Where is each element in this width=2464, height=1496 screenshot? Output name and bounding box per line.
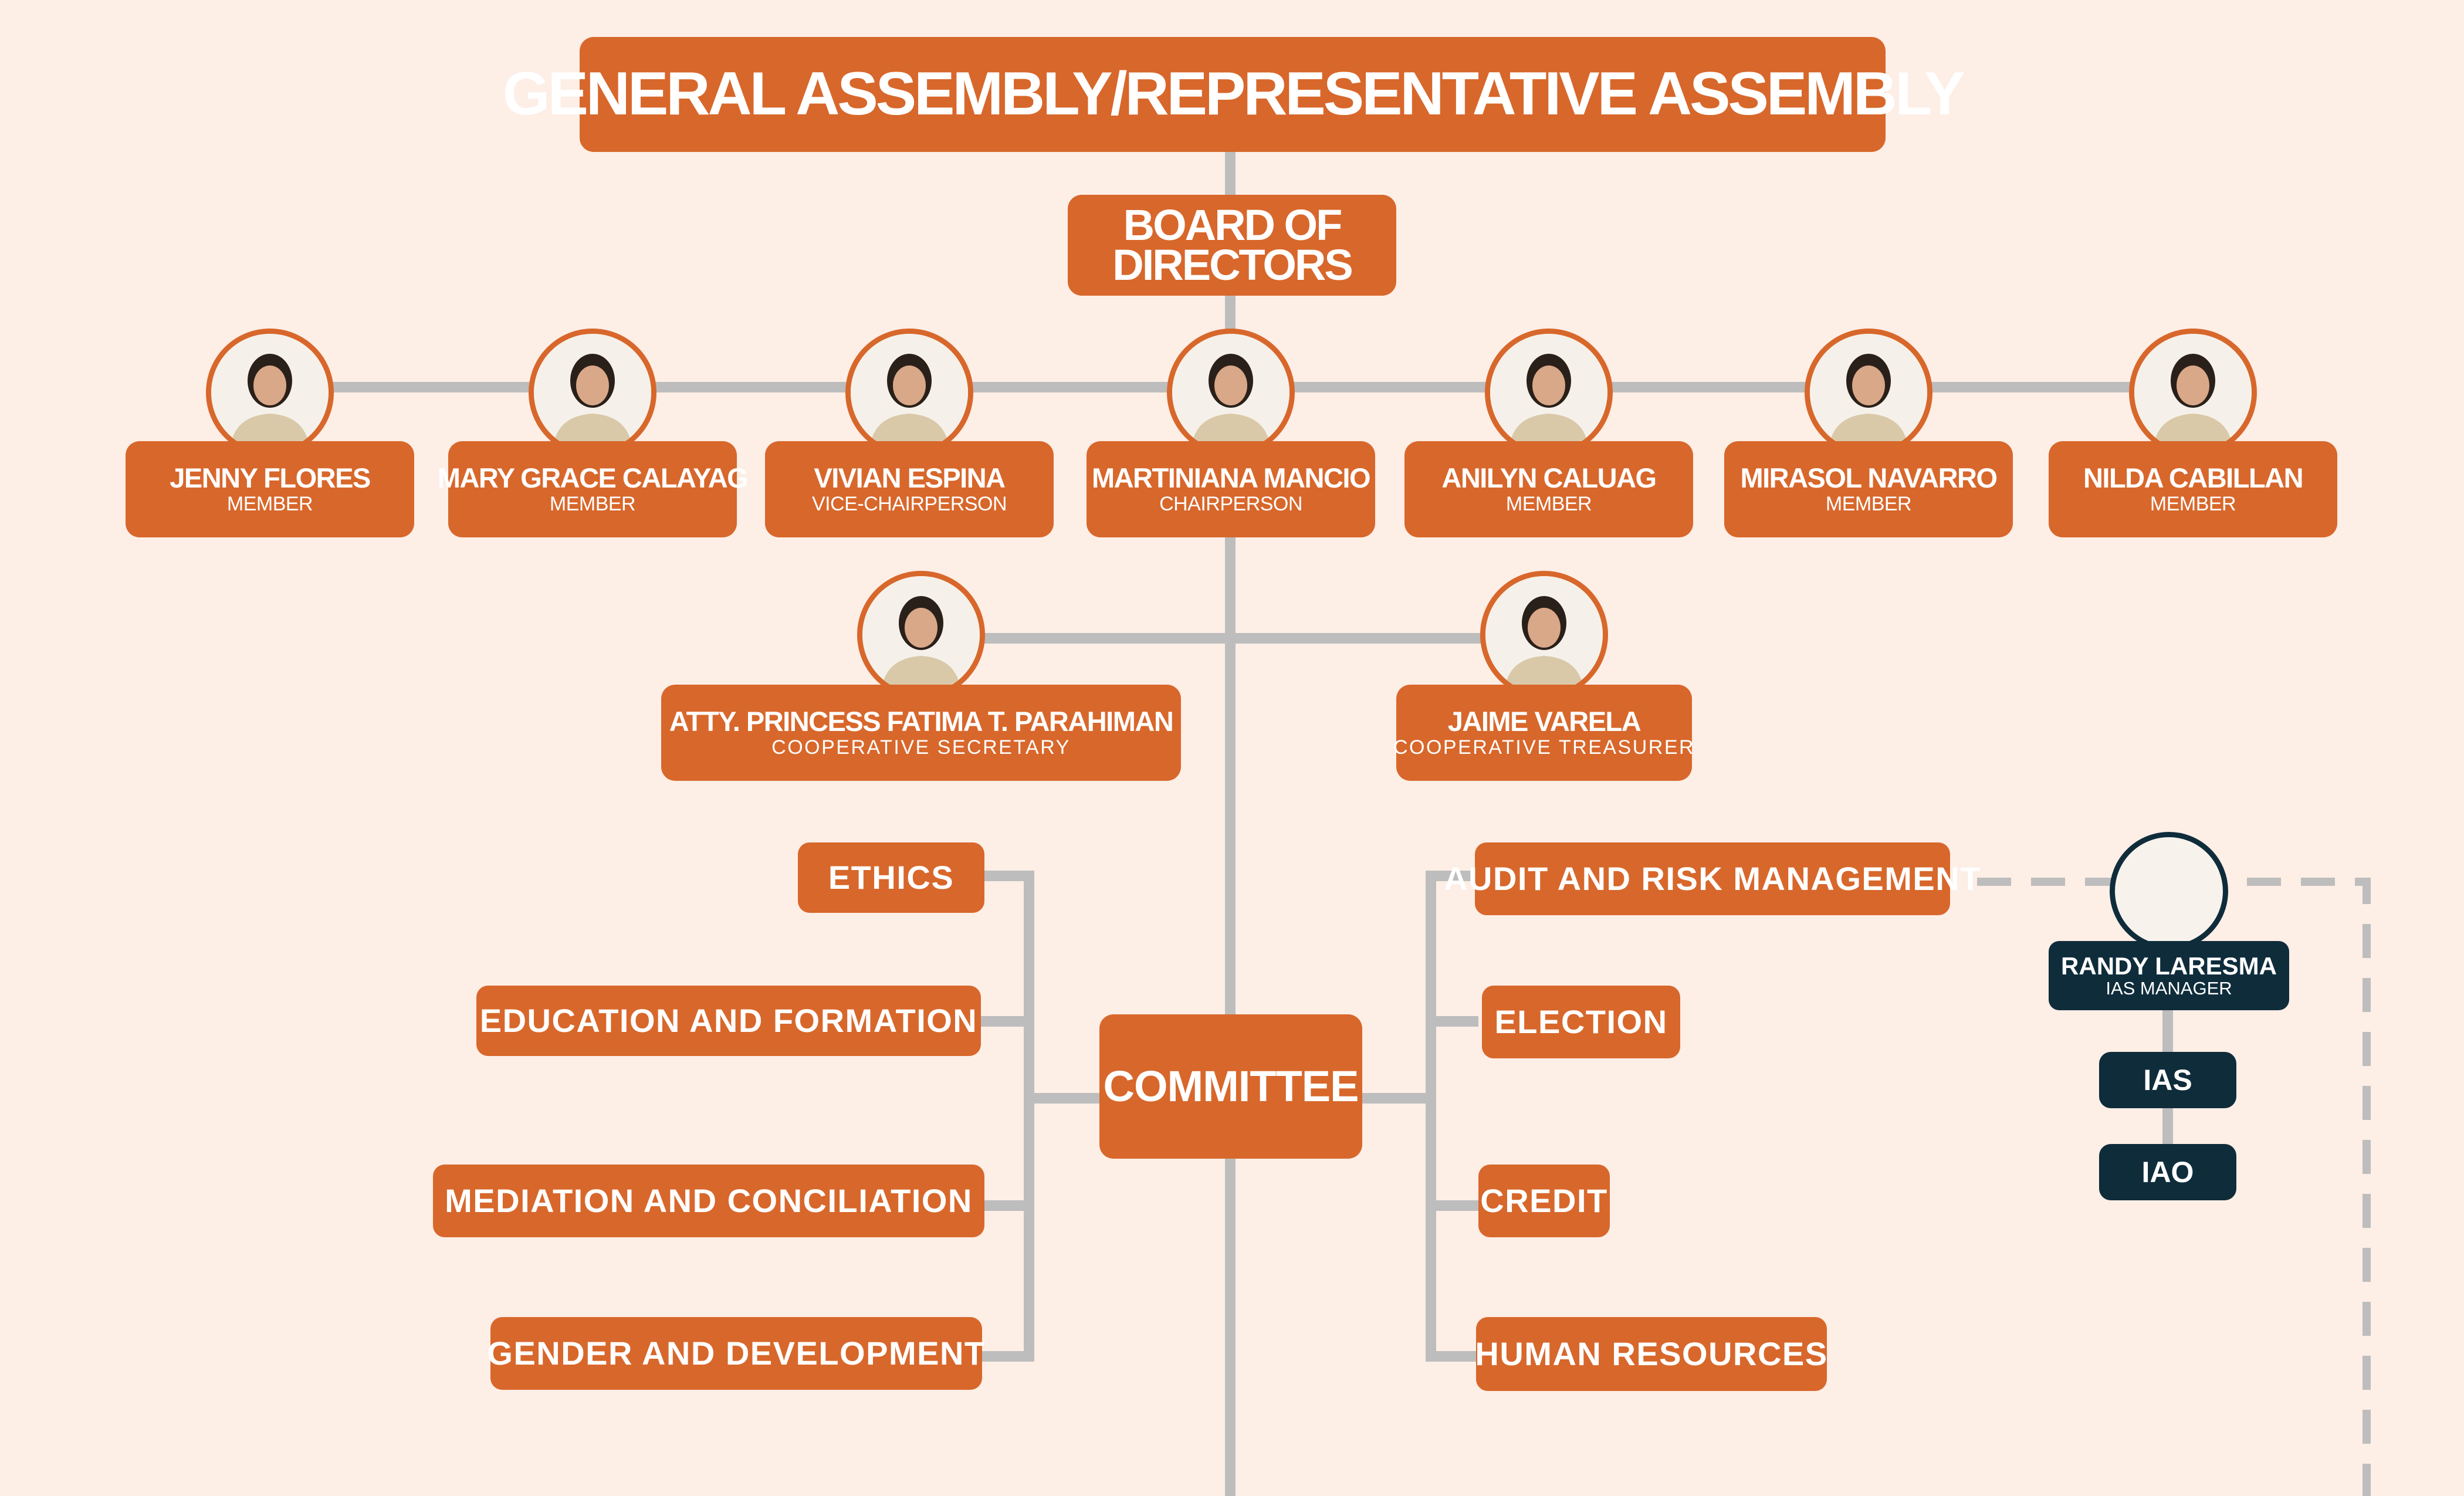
committee-right-1-box: AUDIT AND RISK MANAGEMENT bbox=[1444, 842, 1980, 915]
director-7-photo-icon bbox=[2129, 329, 2257, 456]
director-1-role: MEMBER bbox=[226, 492, 313, 515]
ias-unit-box: IAS bbox=[2099, 1052, 2236, 1108]
director-1-name: JENNY FLORES bbox=[170, 462, 371, 494]
general-assembly-title: GENERAL ASSEMBLY/REPRESENTATIVE ASSEMBLY bbox=[502, 60, 1965, 128]
iao-unit-label: IAO bbox=[2141, 1155, 2194, 1189]
director-2-photo-icon bbox=[529, 329, 656, 456]
left-tick-education bbox=[981, 1016, 1034, 1027]
committee-left-3-box: MEDIATION AND CONCILIATION bbox=[433, 1165, 984, 1237]
committee-label: COMMITTEE bbox=[1103, 1062, 1359, 1111]
left-tick-gender bbox=[981, 1351, 1034, 1362]
director-5-role: MEMBER bbox=[1505, 492, 1592, 515]
board-of-directors-box: BOARD OF DIRECTORS bbox=[1068, 195, 1396, 296]
officer-secretary-role: COOPERATIVE SECRETARY bbox=[771, 736, 1071, 759]
officer-treasurer-role: COOPERATIVE TREASURER bbox=[1393, 736, 1695, 759]
board-title-line2: DIRECTORS bbox=[1112, 241, 1353, 289]
director-4-role: CHAIRPERSON bbox=[1159, 492, 1302, 515]
director-7-name: NILDA CABILLAN bbox=[2083, 462, 2304, 494]
officer-secretary-name: ATTY. PRINCESS FATIMA T. PARAHIMAN bbox=[669, 706, 1174, 737]
director-2-name: MARY GRACE CALAYAG bbox=[437, 462, 749, 494]
right-tick-audit bbox=[1426, 871, 1478, 881]
committee-left-1-box: ETHICS bbox=[798, 842, 984, 913]
committee-left-4-box: GENDER AND DEVELOPMENT bbox=[487, 1317, 986, 1390]
director-7-role: MEMBER bbox=[2150, 492, 2236, 515]
general-assembly-box: GENERAL ASSEMBLY/REPRESENTATIVE ASSEMBLY bbox=[503, 37, 1965, 152]
officer-secretary-photo-icon bbox=[857, 571, 985, 699]
committee-right-connector bbox=[1362, 1093, 1436, 1104]
board-title-line1: BOARD OF bbox=[1123, 200, 1343, 249]
ias-unit-label: IAS bbox=[2143, 1063, 2192, 1096]
committee-right-bracket bbox=[1426, 871, 1436, 1362]
director-4-photo-icon bbox=[1167, 329, 1295, 456]
director-6-role: MEMBER bbox=[1825, 492, 1912, 515]
ias-manager-box: RANDY LARESMA IAS MANAGER bbox=[2049, 941, 2289, 1010]
committee-right-2-box: ELECTION bbox=[1482, 986, 1680, 1058]
committee-right-4-label: HUMAN RESOURCES bbox=[1475, 1335, 1828, 1372]
audit-ias-dashed-line bbox=[1977, 878, 2371, 1496]
committee-left-4-label: GENDER AND DEVELOPMENT bbox=[487, 1334, 986, 1372]
director-2-role: MEMBER bbox=[549, 492, 636, 515]
ias-manager-photo-icon bbox=[2110, 832, 2228, 950]
director-3-photo-icon bbox=[845, 329, 973, 456]
director-5-photo-icon bbox=[1485, 329, 1613, 456]
left-tick-ethics bbox=[981, 871, 1034, 881]
director-4-name: MARTINIANA MANCIO bbox=[1091, 462, 1371, 494]
director-6-photo-icon bbox=[1805, 329, 1932, 456]
director-5-name: ANILYN CALUAG bbox=[1441, 462, 1657, 494]
committee-left-connector bbox=[1034, 1093, 1103, 1104]
committee-right-4-box: HUMAN RESOURCES bbox=[1475, 1317, 1828, 1391]
director-3-role: VICE-CHAIRPERSON bbox=[811, 492, 1007, 515]
committee-box: COMMITTEE bbox=[1099, 1014, 1362, 1159]
committee-left-bracket bbox=[1024, 871, 1034, 1362]
committee-right-2-label: ELECTION bbox=[1494, 1003, 1668, 1040]
right-tick-election bbox=[1426, 1016, 1478, 1027]
committee-right-3-box: CREDIT bbox=[1478, 1165, 1610, 1237]
committee-right-1-label: AUDIT AND RISK MANAGEMENT bbox=[1444, 859, 1981, 897]
committee-left-2-label: EDUCATION AND FORMATION bbox=[479, 1001, 978, 1039]
committee-right-3-label: CREDIT bbox=[1480, 1182, 1608, 1219]
right-tick-credit bbox=[1426, 1200, 1478, 1211]
iao-unit-box: IAO bbox=[2099, 1144, 2236, 1200]
committee-left-3-label: MEDIATION AND CONCILIATION bbox=[445, 1182, 973, 1219]
officer-treasurer-name: JAIME VARELA bbox=[1447, 706, 1641, 737]
director-6-name: MIRASOL NAVARRO bbox=[1740, 462, 1998, 494]
ias-manager-name: RANDY LARESMA bbox=[2061, 952, 2277, 980]
committee-left-1-label: ETHICS bbox=[828, 858, 955, 896]
director-1-photo-icon bbox=[206, 329, 334, 456]
officer-treasurer-photo-icon bbox=[1480, 571, 1608, 699]
right-tick-hr bbox=[1426, 1351, 1478, 1362]
committee-left-2-box: EDUCATION AND FORMATION bbox=[476, 986, 981, 1056]
officers-row-line bbox=[918, 633, 1558, 644]
left-tick-mediation bbox=[981, 1200, 1034, 1211]
director-3-name: VIVIAN ESPINA bbox=[814, 462, 1006, 494]
ias-manager-role: IAS MANAGER bbox=[2106, 977, 2232, 999]
